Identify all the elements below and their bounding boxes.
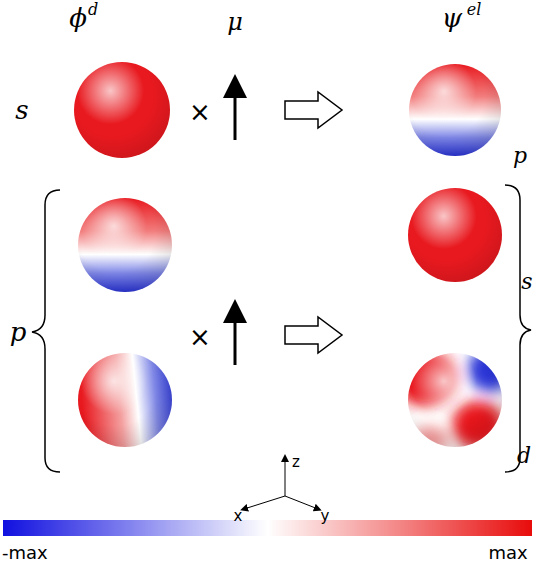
row-label: s (15, 97, 28, 123)
row-label: p (10, 319, 27, 345)
times-sign: × (189, 99, 211, 125)
superscript: d (88, 2, 98, 18)
symbol-mu: μ (227, 10, 243, 34)
orbital-label: p (513, 145, 527, 167)
axis-label: z (292, 455, 300, 470)
orbital-label: d (517, 445, 531, 467)
symbol-phi: ϕ (69, 5, 87, 31)
axis-label: x (234, 509, 243, 524)
scale-label: max (488, 544, 527, 562)
scale-label: -max (2, 544, 48, 562)
orbital-label: s (521, 271, 532, 293)
symbol-psi: ψ (442, 5, 462, 31)
axis-label: y (321, 509, 330, 524)
times-sign: × (189, 324, 211, 350)
superscript: el (467, 2, 482, 18)
